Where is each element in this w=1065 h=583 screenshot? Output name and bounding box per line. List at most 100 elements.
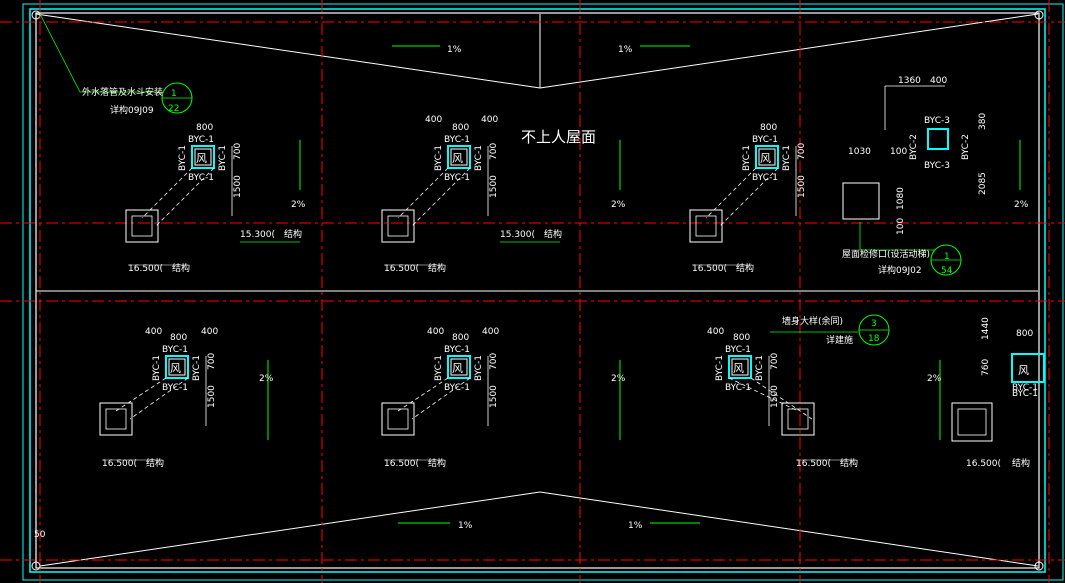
dim-1360: 1360	[898, 76, 921, 86]
roof-hatch	[842, 182, 880, 220]
dim-700: 700	[489, 353, 499, 370]
wind-vent	[755, 145, 779, 169]
wind-vent-inner	[194, 148, 212, 166]
dim-800: 800	[452, 333, 469, 343]
ridge-bottom-right	[539, 491, 1039, 567]
dim-380: 380	[978, 113, 988, 130]
structure-label: 结构	[172, 262, 190, 274]
dashed-guide	[397, 377, 449, 412]
wind-vent	[165, 355, 189, 379]
byc1-tag-vertical: BYC-1	[434, 145, 444, 171]
slope-label: 2%	[291, 200, 306, 210]
byc3-tag-bottom: BYC-3	[924, 161, 950, 171]
wind-vent-inner	[450, 148, 468, 166]
roof-drain-inner	[131, 215, 153, 237]
wind-vent-inner	[450, 358, 468, 376]
dim-400: 400	[201, 327, 218, 337]
dim-1500: 1500	[207, 385, 217, 408]
dashed-guide	[411, 377, 471, 420]
roof-drain-inner	[695, 215, 717, 237]
dim-1500: 1500	[233, 175, 243, 198]
byc1-tag: BYC-1	[444, 383, 470, 393]
roof-drain	[689, 209, 723, 243]
dim-1440: 1440	[981, 317, 991, 340]
byc1-tag-vertical: BYC-1	[152, 355, 162, 381]
hatch-detail-num-top: 1	[944, 252, 950, 262]
dim-760: 760	[981, 359, 991, 376]
ridge-top-left	[35, 13, 541, 89]
dim-1500: 1500	[489, 175, 499, 198]
structure-label: 结构	[544, 228, 562, 240]
roof-drain	[781, 402, 815, 436]
outer-frame	[22, 3, 1064, 581]
wind-char: 风	[452, 152, 463, 165]
dim-100-a: 100	[890, 147, 907, 157]
vent-byc3	[927, 128, 949, 150]
frame-cyan	[29, 8, 1046, 573]
slope-label: 2%	[259, 374, 274, 384]
byc1-tag: BYC-1	[752, 173, 778, 183]
byc1-tag: BYC-1	[1012, 389, 1038, 399]
byc1-tag: BYC-1	[444, 345, 470, 355]
dim-1500: 1500	[797, 175, 807, 198]
roof-drain-inner	[387, 215, 409, 237]
byc1-tag: BYC-1	[162, 383, 188, 393]
dim-700: 700	[207, 353, 217, 370]
ridge-bottom-left	[39, 491, 541, 567]
hatch-note: 屋面检修口(设活动梯)	[842, 248, 930, 260]
dim-700: 700	[233, 143, 243, 160]
roof-drain	[99, 402, 133, 436]
byc1-tag-vertical: BYC-1	[755, 355, 765, 381]
byc1-tag-vertical: BYC-1	[192, 355, 202, 381]
byc1-tag: BYC-1	[1012, 383, 1038, 393]
hatch-note-ref: 详构09J02	[878, 264, 922, 276]
dim-700: 700	[489, 143, 499, 160]
byc1-tag-vertical: BYC-1	[715, 355, 725, 381]
byc1-tag-vertical: BYC-1	[178, 145, 188, 171]
wall-detail-num-bottom: 18	[868, 334, 880, 344]
structure-label: 结构	[428, 262, 446, 274]
wind-vent	[191, 145, 215, 169]
slope-label: 2%	[1014, 200, 1029, 210]
roof-drain-inner	[105, 408, 127, 430]
roof-drain	[381, 402, 415, 436]
structure-label: 结构	[284, 228, 302, 240]
wind-vent	[447, 145, 471, 169]
byc1-tag: BYC-1	[162, 345, 188, 355]
roof-drain-inner	[957, 408, 987, 436]
structure-label: 结构	[840, 457, 858, 469]
roof-type-title: 不上人屋面	[521, 128, 596, 146]
dim-100-b: 100	[896, 218, 906, 235]
dim-2085: 2085	[978, 172, 988, 195]
drain-note: 外水落管及水斗安装	[82, 86, 163, 98]
dim-400: 400	[707, 327, 724, 337]
byc1-tag-vertical: BYC-1	[474, 355, 484, 381]
dim-400: 400	[482, 327, 499, 337]
wind-char: 风	[760, 152, 771, 165]
wind-char: 风	[733, 362, 744, 375]
wind-char: 风	[170, 362, 181, 375]
roof-drain-inner	[387, 408, 409, 430]
elevation-label: 16.500(	[102, 459, 137, 469]
dim-400: 400	[427, 327, 444, 337]
dim-800: 800	[1016, 329, 1033, 339]
slope-label: 2%	[611, 374, 626, 384]
slope-label-bottom-left: 1%	[458, 521, 473, 531]
byc1-tag-vertical: BYC-1	[218, 145, 228, 171]
wind-vent	[447, 355, 471, 379]
byc3-tag-top: BYC-3	[924, 116, 950, 126]
wind-vent-inner	[758, 148, 776, 166]
wind-vent-inner	[731, 358, 749, 376]
drain-note-ref: 详构09J09	[110, 104, 154, 116]
dashed-guide	[728, 377, 799, 412]
byc1-tag: BYC-1	[444, 173, 470, 183]
slope-label-top-right: 1%	[618, 45, 633, 55]
elevation-label: 16.500(	[692, 264, 727, 274]
byc1-tag: BYC-1	[725, 383, 751, 393]
wall-detail-num-top: 3	[871, 319, 877, 329]
dim-1500: 1500	[489, 385, 499, 408]
roof-drain	[381, 209, 415, 243]
elevation-label: 16.500(	[384, 459, 419, 469]
